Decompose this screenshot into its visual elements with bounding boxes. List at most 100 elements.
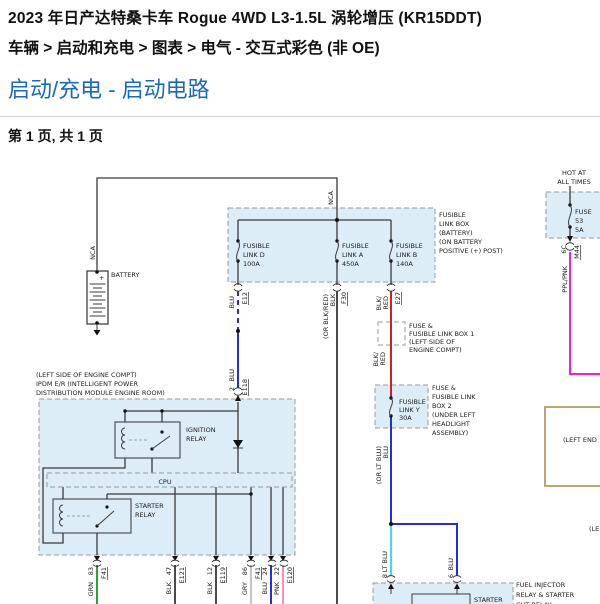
fb2-6: ASSEMBLY): [432, 429, 468, 437]
link-b-2: LINK B: [396, 251, 417, 259]
starter-relay-2: RELAY: [135, 511, 155, 519]
wire-blk-alt: BLK: [329, 293, 337, 306]
connector-f30: F30: [340, 292, 348, 304]
connector-6c: 6C: [560, 245, 568, 254]
starter-relay-symbol: [52, 498, 132, 534]
link-a-3: 450A: [342, 260, 359, 268]
junction-dots: [123, 218, 393, 526]
link-a-1: FUSIBLE: [342, 242, 369, 250]
flb-label-2: LINK BOX: [439, 220, 470, 228]
battery-symbol: [86, 270, 109, 336]
fuel-inj-1: FUEL INJECTOR: [516, 581, 566, 589]
colored-wires: [96, 252, 600, 604]
fb1-2: FUSIBLE LINK BOX 1: [409, 330, 474, 338]
pin-83: 83: [87, 567, 95, 575]
cpu-box: [46, 472, 293, 488]
connector-e12: E12: [241, 292, 249, 304]
fb2-1: FUSE &: [432, 384, 456, 392]
flb-label-4: (ON BATTERY: [439, 238, 482, 246]
link-a-2: LINK A: [342, 251, 364, 259]
pin-8: 8: [381, 574, 389, 578]
connector-e119: E119: [219, 567, 227, 584]
pin-12: 12: [206, 567, 214, 575]
starter-inner-label: STARTER: [474, 596, 503, 604]
cpu-label: CPU: [158, 478, 171, 486]
wire-nca-right: NCA: [327, 190, 335, 204]
link-d-2: LINK D: [243, 251, 265, 259]
pin-47: 47: [165, 567, 173, 575]
link-d-3: 100A: [243, 260, 260, 268]
fuel-inj-3: CUT RELAY: [516, 601, 552, 604]
breadcrumb[interactable]: 车辆 > 启动和充电 > 图表 > 电气 - 交互式彩色 (非 OE): [8, 40, 380, 57]
left-end-partial-box: [544, 406, 600, 487]
battery-plus: +: [99, 274, 104, 282]
fb2-5: HEADLIGHT: [432, 420, 470, 428]
fuse-y-3: 30A: [399, 414, 412, 422]
connector-m44: M44: [573, 245, 581, 259]
wire-blk-2: BLK: [206, 581, 214, 594]
fb1-1: FUSE &: [409, 322, 433, 330]
left-end-partial: (LEFT END: [563, 436, 597, 444]
connector-e118: E118: [241, 379, 249, 396]
wire-blk-1: BLK: [165, 581, 173, 594]
fuel-inj-2: RELAY & STARTER: [516, 591, 575, 599]
ignition-relay-1: IGNITION: [186, 426, 216, 434]
fuse-y-1: FUSIBLE: [399, 398, 426, 406]
connector-symbols: [92, 236, 575, 594]
connector-f41-a: F41: [100, 567, 108, 579]
wire-grn: GRN: [87, 582, 95, 597]
pin-6: 6: [447, 574, 455, 578]
le-partial: (LE: [589, 525, 599, 533]
page-title: 启动/充电 - 启动电路: [8, 77, 210, 102]
link-b-3: 140A: [396, 260, 413, 268]
fuse-y-2: LINK Y: [399, 406, 420, 414]
fuse53-2: 53: [575, 217, 583, 225]
ignition-relay-symbol: [114, 421, 181, 459]
wire-blkred-2a: BLK/: [372, 351, 380, 366]
fb1-4: ENGINE COMPT): [409, 346, 462, 354]
hot-at: HOT AT: [562, 169, 586, 177]
fuse53-1: FUSE: [575, 208, 592, 216]
pin-24: 24: [261, 567, 269, 575]
fb2-2: FUSIBLE LINK: [432, 393, 476, 401]
wire-blu-24: BLU: [261, 582, 269, 595]
fuse53-box: [545, 191, 600, 239]
diode-symbol: [233, 440, 243, 449]
vehicle-title: 2023 年日产达特桑卡车 Rogue 4WD L3-1.5L 涡轮增压 (KR…: [8, 10, 482, 27]
starter-cut-relay-box: [372, 582, 514, 604]
wire-pplpnk: PPL/PNK: [561, 265, 569, 292]
connector-e27: E27: [394, 292, 402, 304]
connector-e121: E121: [178, 567, 186, 584]
flb-label-5: POSITIVE (+) POST): [439, 247, 503, 255]
wiring-diagram: BATTERY + NCA NCA FUSIBLE LINK D 100A FU…: [36, 169, 600, 604]
wire-or-blkred: (OR BLK/RED): [322, 294, 330, 339]
fuse-symbols: [236, 203, 572, 418]
wire-blu-top: BLU: [228, 296, 236, 309]
divider: [0, 116, 600, 117]
link-b-1: FUSIBLE: [396, 242, 423, 250]
connector-e120: E120: [286, 567, 294, 584]
ignition-relay-2: RELAY: [186, 435, 206, 443]
pin-22: 22: [273, 567, 281, 575]
fuse-fusible-link-box2: [374, 384, 429, 429]
page-indicator: 第 1 页, 共 1 页: [8, 128, 103, 144]
ipdm-label-1: (LEFT SIDE OF ENGINE COMPT): [36, 371, 137, 379]
pin-2: 2: [228, 387, 236, 391]
wire-nca-left: NCA: [89, 245, 97, 259]
diagram-labels: BATTERY + NCA NCA FUSIBLE LINK D 100A FU…: [36, 169, 599, 604]
wire-gry: GRY: [241, 582, 249, 595]
wire-pnk: PNK: [273, 581, 281, 595]
all-times: ALL TIMES: [557, 178, 590, 186]
ipdm-label-3: DISTRIBUTION MODULE ENGINE ROOM): [36, 389, 165, 397]
page-header: 2023 年日产达特桑卡车 Rogue 4WD L3-1.5L 涡轮增压 (KR…: [0, 0, 600, 146]
wire-ltblu: LT BLU: [381, 551, 389, 573]
flb-label-3: (BATTERY): [439, 229, 472, 237]
fuse53-3: 5A: [575, 226, 584, 234]
wire-blu-mid: BLU: [382, 446, 390, 459]
pin-86: 86: [241, 567, 249, 575]
wire-or-ltblu: (OR LT BLU): [375, 446, 383, 484]
wire-blu-right: BLU: [447, 558, 455, 571]
link-d-1: FUSIBLE: [243, 242, 270, 250]
wire-blu-e118: BLU: [228, 369, 236, 382]
fb2-4: (UNDER LEFT: [432, 411, 475, 419]
